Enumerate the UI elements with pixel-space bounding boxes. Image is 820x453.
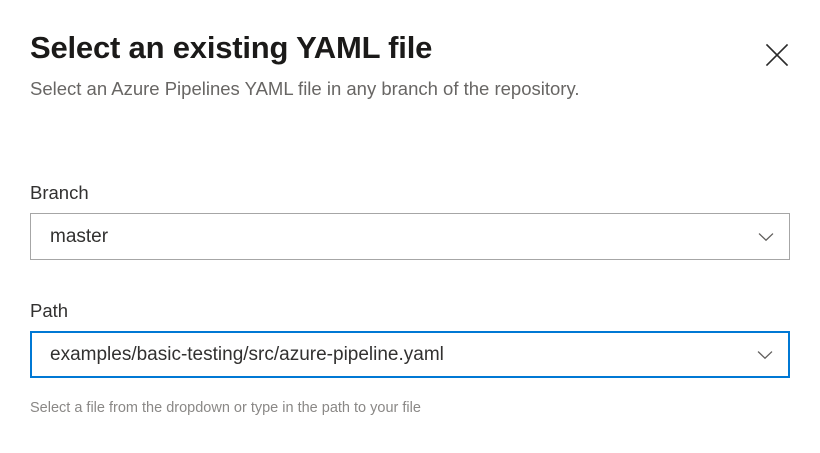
page-title: Select an existing YAML file: [30, 30, 433, 65]
path-hint-text: Select a file from the dropdown or type …: [30, 400, 421, 416]
branch-chevron-down-icon[interactable]: [743, 214, 789, 259]
branch-field-group: Branch: [30, 180, 790, 260]
dialog-subtitle: Select an Azure Pipelines YAML file in a…: [30, 78, 580, 99]
close-icon: [764, 42, 790, 68]
path-combobox[interactable]: [30, 331, 790, 378]
dialog-header: Select an existing YAML file Select an A…: [30, 28, 730, 104]
branch-combobox[interactable]: [30, 213, 790, 260]
branch-input[interactable]: [31, 222, 789, 251]
path-chevron-down-icon[interactable]: [742, 333, 788, 376]
close-button[interactable]: [757, 35, 797, 75]
path-field-group: Path Select a file from the dropdown or …: [30, 298, 790, 418]
path-input[interactable]: [32, 340, 788, 369]
branch-label: Branch: [30, 182, 89, 203]
path-label: Path: [30, 300, 69, 321]
